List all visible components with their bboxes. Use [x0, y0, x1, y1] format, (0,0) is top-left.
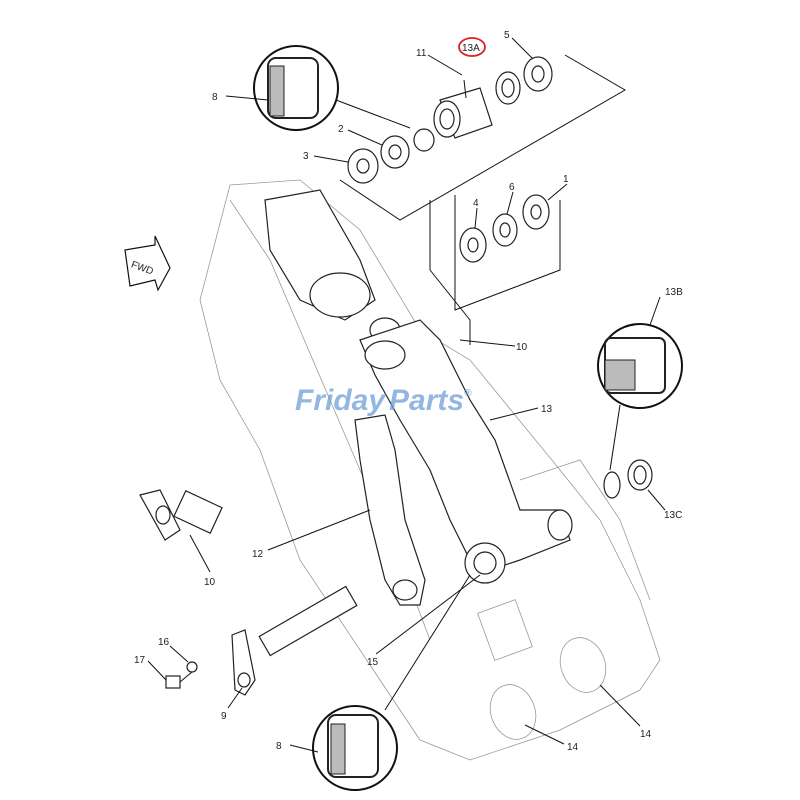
callout-13A[interactable]: 13A — [462, 43, 480, 54]
hydraulic-cylinder — [264, 189, 401, 343]
detail-circle-8-bottom — [312, 705, 398, 791]
pin-9 — [231, 585, 358, 696]
detail-circle-8-top — [253, 45, 339, 131]
callout-2: 2 — [338, 124, 344, 135]
callout-16: 16 — [158, 637, 170, 648]
callout-10-bottom: 10 — [204, 577, 216, 588]
callout-4: 4 — [473, 198, 479, 209]
callout-3: 3 — [303, 151, 309, 162]
callout-5: 5 — [504, 30, 510, 41]
callout-14-right: 14 — [640, 729, 652, 740]
fwd-arrow-icon: FWD — [124, 235, 171, 292]
callout-13C: 13C — [664, 510, 682, 521]
callout-10-top: 10 — [516, 342, 528, 353]
callout-9: 9 — [221, 711, 227, 722]
callouts: 11 13A 5 8 2 3 4 6 1 13B 10 13 12 10 13C… — [134, 30, 683, 753]
leader-lines — [147, 37, 666, 753]
pin-10-lower — [139, 489, 223, 541]
callout-8-top: 8 — [212, 92, 218, 103]
callout-11: 11 — [416, 48, 427, 59]
callout-8-bottom: 8 — [276, 741, 282, 752]
callout-13B: 13B — [665, 287, 683, 298]
callout-15: 15 — [367, 657, 379, 668]
callout-13: 13 — [541, 404, 553, 415]
bushing-parts-top — [347, 56, 653, 499]
highlight-circle-13A — [458, 37, 486, 57]
detail-circle-13B — [597, 323, 683, 409]
callout-17: 17 — [134, 655, 146, 666]
callout-1: 1 — [563, 174, 569, 185]
bolt-17 — [165, 661, 198, 689]
link-12 — [354, 414, 426, 606]
callout-14-bottom: 14 — [567, 742, 579, 753]
assembly-lines — [339, 54, 626, 345]
link-13 — [359, 319, 573, 584]
callout-6: 6 — [509, 182, 515, 193]
callout-12: 12 — [252, 549, 264, 560]
